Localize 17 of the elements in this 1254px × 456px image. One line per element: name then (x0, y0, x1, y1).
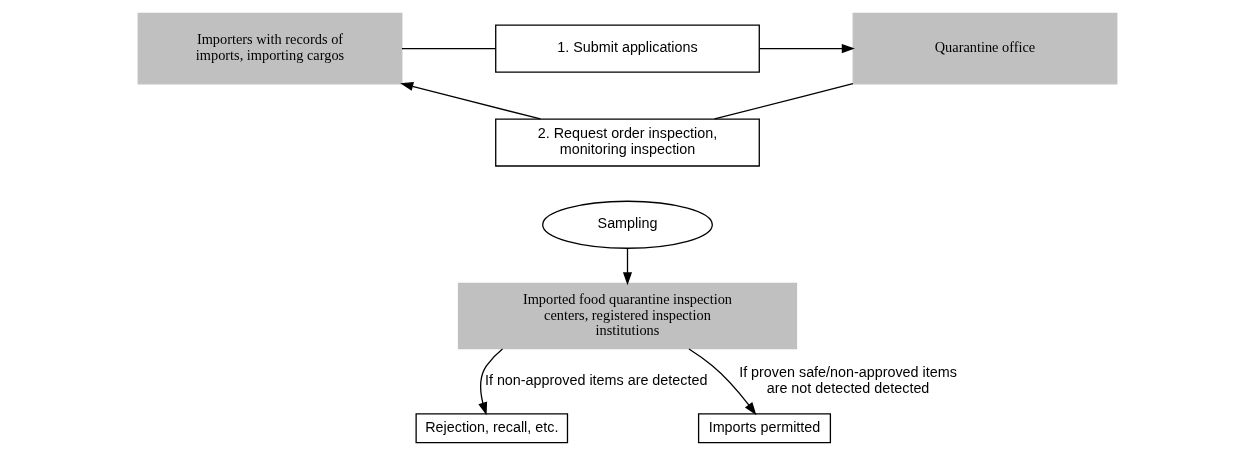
arrow (477, 348, 503, 416)
node-box: Imported food quarantine inspection centers, registered inspection institutions (457, 282, 797, 350)
node-box: Rejection, recall, etc. (415, 413, 568, 444)
node-box: Importers with records of imports, importing cargos (137, 12, 402, 85)
node-box: Imports permitted (697, 413, 831, 444)
edge-label: If non-approved items are detected (484, 371, 707, 388)
arrow (399, 81, 541, 120)
node-box: 2. Request order inspection, monitoring inspection (494, 118, 760, 167)
edge-label: If proven safe/non-approved items are not detected detected (738, 364, 957, 396)
arrow (758, 44, 855, 54)
connector (400, 47, 496, 50)
arrow (687, 348, 756, 416)
node-ellipse: Sampling (541, 200, 713, 249)
arrow (622, 247, 632, 286)
connector (713, 83, 854, 120)
node-box: 1. Submit applications (494, 24, 760, 73)
node-box: Quarantine office (852, 12, 1117, 85)
